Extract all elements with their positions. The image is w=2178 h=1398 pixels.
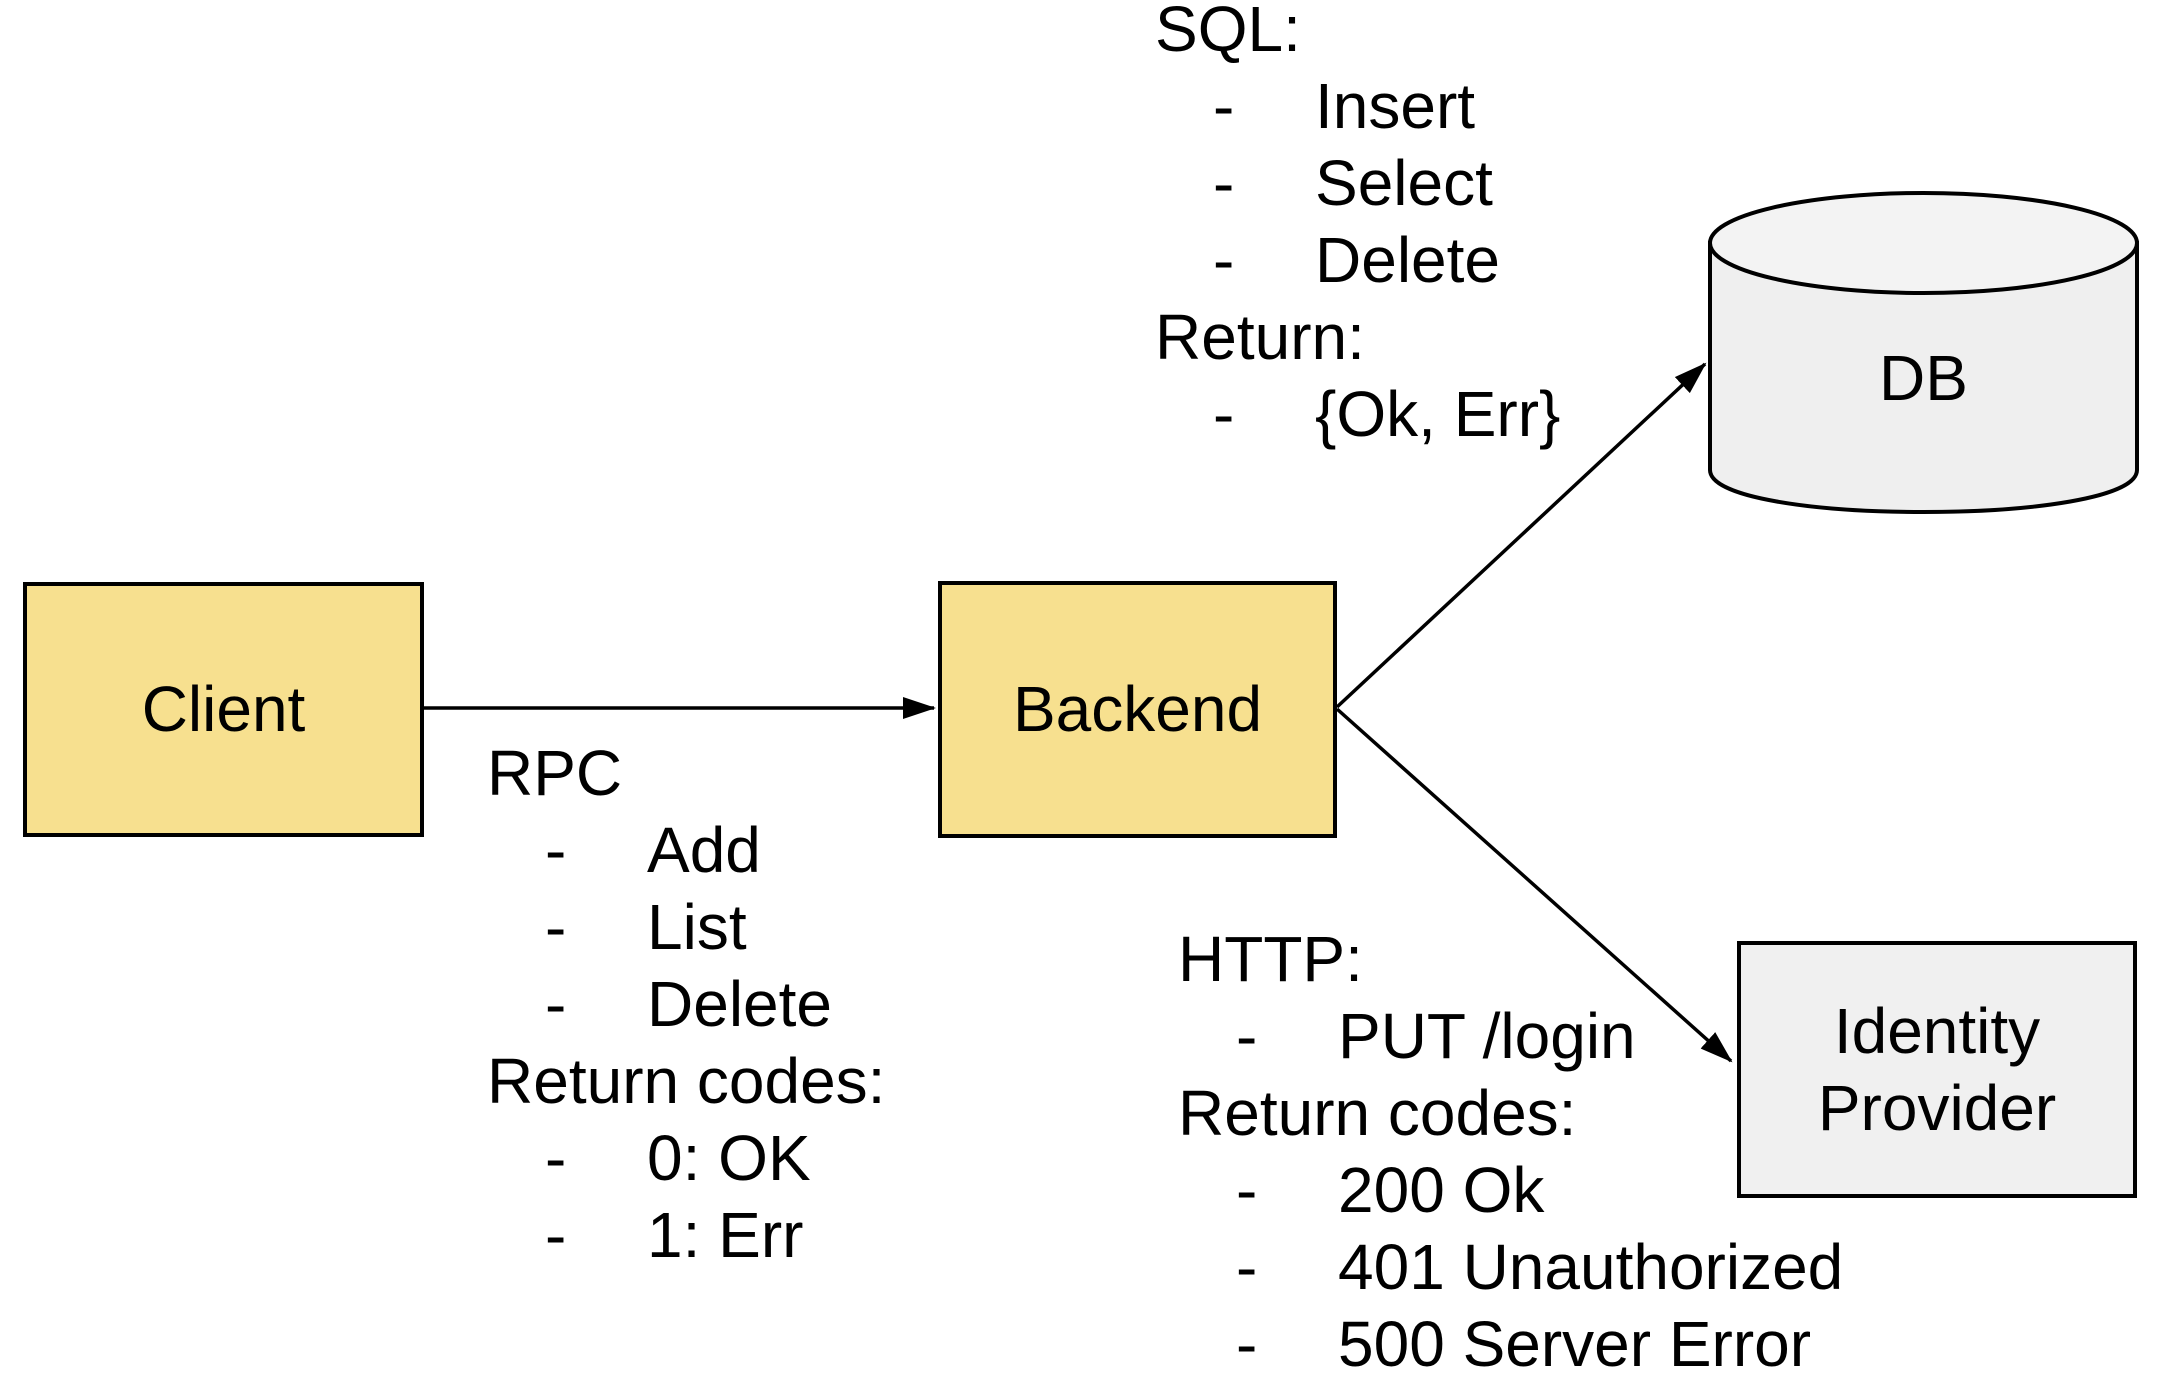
annotation-line: Return codes:	[487, 1045, 886, 1117]
annotation-line: -{Ok, Err}	[1213, 378, 1561, 450]
node-client-label: Client	[141, 673, 306, 745]
annotation-line: Return codes:	[1178, 1077, 1577, 1149]
node-identity-provider: Identity Provider	[1737, 941, 2137, 1198]
annotation-line: -Select	[1213, 147, 1493, 219]
annotation-line: -0: OK	[545, 1122, 811, 1194]
annotation-line: -Delete	[545, 968, 832, 1040]
db-cylinder-body	[1708, 241, 2139, 514]
annotation-line: SQL:	[1155, 0, 1301, 65]
edge-backend-idp-arrow	[1335, 707, 1733, 1063]
node-backend: Backend	[938, 581, 1337, 838]
annotation-line: Return:	[1155, 301, 1365, 373]
annotation-sql: SQL: -Insert -Select -Delete Return: -{O…	[1155, 0, 1560, 453]
annotation-line: -1: Err	[545, 1199, 804, 1271]
db-cylinder-top	[1708, 191, 2139, 295]
node-identity-provider-label-line2: Provider	[1817, 1071, 2057, 1144]
annotation-line: -Delete	[1213, 224, 1500, 296]
annotation-line: -PUT /login	[1236, 1000, 1636, 1072]
edge-backend-db-arrow	[1335, 362, 1707, 709]
annotation-line: -Add	[545, 814, 761, 886]
annotation-rpc: RPC -Add -List -Delete Return codes: -0:…	[487, 735, 885, 1274]
annotation-line: -Insert	[1213, 70, 1476, 142]
annotation-line: -500 Server Error	[1236, 1308, 1812, 1380]
annotation-line: -200 Ok	[1236, 1154, 1545, 1226]
annotation-line: RPC	[487, 737, 623, 809]
node-identity-provider-label-line1: Identity	[1833, 994, 2041, 1067]
db-cylinder	[1708, 191, 2139, 514]
annotation-line: -List	[545, 891, 747, 963]
node-backend-label: Backend	[1012, 673, 1263, 745]
node-client: Client	[23, 582, 424, 837]
annotation-line: -401 Unauthorized	[1236, 1231, 1844, 1303]
annotation-http: HTTP: -PUT /login Return codes: -200 Ok …	[1178, 921, 1843, 1383]
annotation-line: HTTP:	[1178, 923, 1363, 995]
node-db-label: DB	[1879, 342, 1968, 414]
